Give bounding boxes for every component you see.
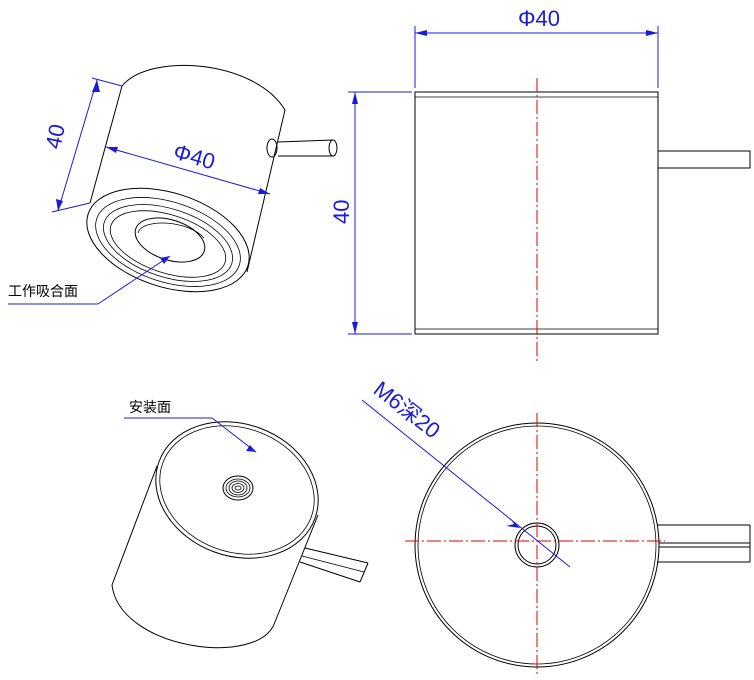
- iso-bottom-view: 40 Φ40 工作吸合面: [8, 64, 338, 305]
- front-dim-height: 40: [329, 200, 354, 224]
- iso-top-view: 安装面: [111, 399, 369, 649]
- iso-top-face-outer: [155, 421, 319, 559]
- iso-bottom-face-ring3: [109, 210, 227, 278]
- front-dim-d-arrow1: [415, 30, 427, 36]
- front-dim-h-arrow1: [352, 92, 358, 104]
- front-dim-h-arrow2: [352, 322, 358, 334]
- iso-bottom-side-right: [246, 109, 286, 273]
- iso-bottom-dim-height: 40: [40, 122, 70, 151]
- iso-bottom-dim-h-ext1: [91, 77, 123, 87]
- iso-bottom-face-outer: [86, 187, 250, 293]
- iso-top-leader-arrow: [246, 445, 256, 452]
- iso-top-label-mounting-face: 安装面: [129, 399, 171, 415]
- iso-top-hole-thread1: [225, 478, 251, 498]
- iso-bottom-pole-inner: [137, 222, 205, 239]
- iso-bottom-top-edge: [121, 64, 286, 111]
- iso-bottom-dim-d-arrow1: [106, 147, 118, 153]
- iso-bottom-face-ring1: [95, 197, 241, 287]
- iso-bottom-leader-slant: [97, 255, 171, 305]
- iso-top-hole-thread3: [231, 483, 245, 493]
- top-thread-arrow: [506, 518, 520, 528]
- iso-top-wire-mid: [301, 555, 365, 573]
- iso-bottom-dim-d-arrow2: [258, 188, 270, 194]
- top-dim-thread: M6深20: [369, 376, 445, 443]
- front-view: Φ40 40: [329, 6, 751, 362]
- iso-top-leader-slant: [211, 417, 257, 453]
- iso-top-side-right: [274, 514, 319, 623]
- iso-bottom-leader-arrow: [160, 256, 170, 264]
- iso-top-hole-thread4: [234, 485, 242, 491]
- top-thread-leader: [361, 399, 571, 568]
- iso-bottom-side-left: [89, 85, 123, 204]
- front-dim-diameter: Φ40: [518, 6, 560, 31]
- iso-bottom-wire-end: [328, 139, 338, 157]
- iso-bottom-wire-root: [266, 138, 278, 158]
- iso-bottom-dim-d-line: [105, 146, 271, 195]
- iso-top-wire-top: [304, 547, 369, 564]
- iso-bottom-face-ring2: [103, 204, 233, 282]
- iso-bottom-dim-h-arrow2: [56, 199, 63, 211]
- iso-top-face-inner: [159, 425, 315, 555]
- iso-bottom-dim-diameter: Φ40: [171, 139, 218, 175]
- front-dim-d-arrow2: [646, 30, 658, 36]
- top-view: M6深20: [361, 376, 751, 677]
- iso-bottom-wire-top: [277, 139, 334, 143]
- iso-top-wire-end: [359, 562, 369, 583]
- iso-bottom-label-working-face: 工作吸合面: [8, 283, 78, 299]
- iso-top-hole: [222, 475, 254, 501]
- iso-top-hole-thread2: [228, 480, 248, 496]
- iso-bottom-dim-h-arrow1: [92, 80, 100, 92]
- front-wire: [657, 150, 751, 169]
- iso-top-bottom-edge: [111, 584, 276, 649]
- iso-top-wire-bottom: [299, 561, 361, 583]
- iso-top-side-left: [111, 465, 158, 586]
- iso-bottom-dim-h-line: [57, 79, 98, 212]
